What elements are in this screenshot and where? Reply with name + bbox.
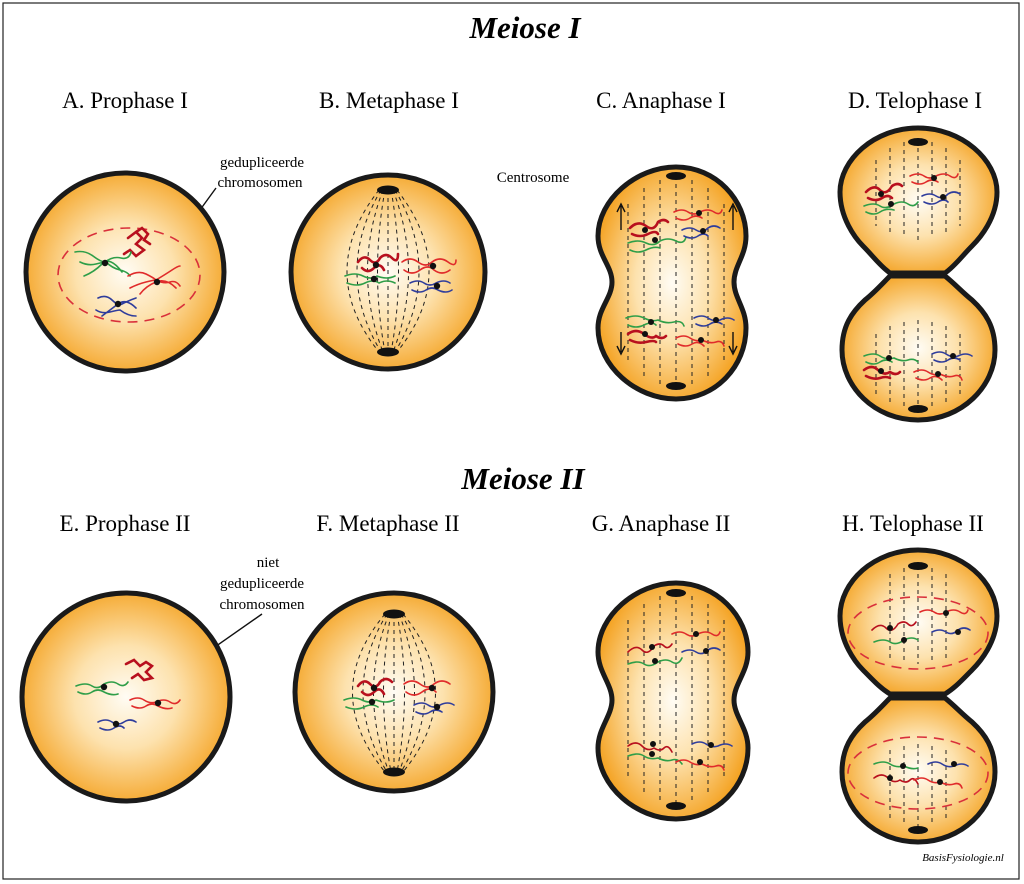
nuclear-envelope-bottom [847,736,989,810]
centrosome-bottom [383,767,405,777]
chromosome-red-condensed-bottom [627,742,673,753]
annotation-duplicated-2: chromosomen [218,175,303,191]
cell-anaphase-ii [595,580,751,822]
label-metaphase-i: B. Metaphase I [319,88,459,113]
label-prophase-ii: E. Prophase II [60,511,191,536]
centrosome-bottom [666,802,686,810]
spindle-fibers [875,140,961,410]
centrosome-top [666,172,686,180]
annotation-not-duplicated-3: chromosomen [220,597,305,613]
chromosome-red-condensed-top [864,182,904,202]
centrosome-top [383,609,405,619]
chromosome-red-condensed-bottom [626,329,668,344]
spindle-fibers [889,566,947,830]
meiose-ii-title: Meiose II [460,461,585,496]
credit-text: BasisFysiologie.nl [922,852,1004,864]
annotation-duplicated-1: gedupliceerde [220,155,304,171]
chromosome-red-condensed-top [871,621,917,632]
cell-telophase-i [837,125,1000,423]
label-prophase-i: A. Prophase I [62,88,188,113]
chromosome-green-top [627,236,687,253]
cell-metaphase-ii [292,590,496,794]
chromosome-red [401,258,457,274]
centrosome-bottom [908,405,928,413]
nuclear-envelope [57,227,201,323]
arrow-up-right [728,202,738,230]
label-metaphase-ii: F. Metaphase II [316,511,459,536]
centrosome-bottom [666,382,686,390]
chromosome-blue-top [681,647,721,655]
spindle-fibers [627,176,725,390]
spindle-fibers [627,592,725,808]
chromosome-red-condensed-bottom [873,774,919,785]
centrosome-top [377,185,399,195]
cell-prophase-i [23,170,227,374]
chromosome-blue-top [931,627,971,635]
arrow-down-left [616,332,626,356]
chromosome-blue-bottom [927,761,969,768]
chromosome-red-condensed-top [628,218,670,238]
centrosome-top [908,138,928,146]
chromosome-green-top [873,637,919,645]
cell-prophase-ii [19,590,233,804]
annotation-not-duplicated-2: gedupliceerde [220,576,304,592]
annotation-not-duplicated-1: niet [257,555,280,571]
label-telophase-ii: H. Telophase II [842,511,984,536]
chromosome-green-bottom [873,761,919,770]
chromosome-green-top [627,657,683,667]
chromosome-red-condensed [124,658,155,682]
nuclear-envelope-top [847,596,989,670]
label-anaphase-ii: G. Anaphase II [592,511,731,536]
centrosome-bottom [377,347,399,357]
cell-telophase-ii [837,547,1000,845]
centrosome-bottom [908,826,928,834]
label-telophase-i: D. Telophase I [848,88,982,113]
cell-anaphase-i [595,164,749,402]
centrosome-top [908,562,928,570]
arrow-down-right [728,332,738,356]
arrow-up-left [616,202,626,230]
centrosome-top [666,589,686,597]
meiose-i-title: Meiose I [468,10,581,45]
chromosome-blue [409,280,453,293]
chromosome-red-condensed [356,252,400,273]
chromosome-red-condensed [122,226,152,258]
chromosome-green-bottom [627,753,683,765]
cell-metaphase-i [288,172,488,372]
chromosome-red-condensed-bottom [862,365,902,380]
label-anaphase-i: C. Anaphase I [596,88,726,113]
annotation-centrosome: Centrosome [497,170,570,186]
